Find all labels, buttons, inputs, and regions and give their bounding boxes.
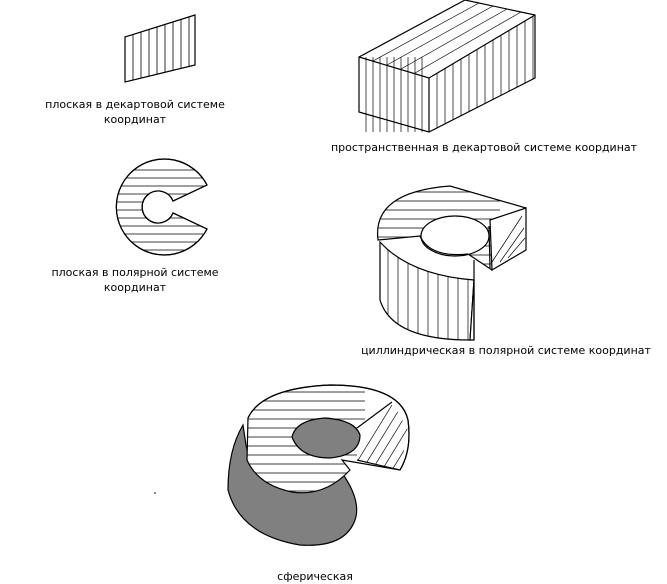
caption-flat-cartesian: плоская в декартовой системе координат [40,97,230,127]
hatch-line [414,11,522,74]
caption-flat-polar-line2: координат [103,281,167,294]
flat-cartesian-shape [124,14,196,83]
hatch-line [361,404,403,470]
hatch-line [357,404,393,470]
caption-flat-polar: плоская в полярной системе координат [40,265,230,295]
caption-spherical: сферическая [277,570,353,583]
caption-spatial-cartesian: пространственная в декартовой системе ко… [330,141,638,154]
hatch-line [391,404,408,470]
caption-cylindrical-polar: циллиндрическая в полярной системе коорд… [361,344,651,357]
hatch-line [381,404,408,470]
spatial-cartesian-shape [358,0,536,133]
cylindrical-polar-shape [377,185,527,341]
caption-flat-cartesian-line2: координат [103,113,167,126]
flat-polar-shape [115,158,208,256]
caption-flat-cartesian-line1: плоская в декартовой системе [45,98,225,111]
hatch-line [400,8,508,70]
hatch-line [372,2,480,62]
caption-flat-polar-line1: плоская в полярной системе [51,266,219,279]
hatch-line [386,5,494,66]
spherical-shape [154,384,410,546]
